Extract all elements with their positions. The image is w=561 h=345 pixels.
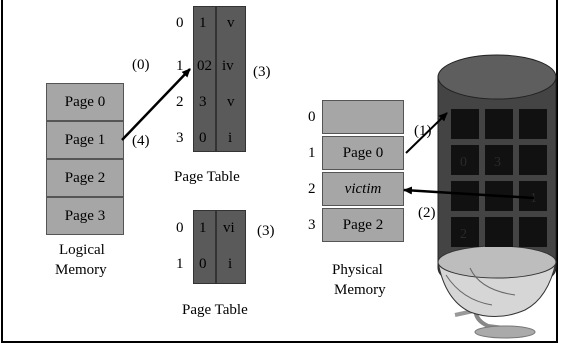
logical-page-0: Page 0 xyxy=(46,83,124,121)
logical-page-2: Page 2 xyxy=(46,159,124,197)
page-table-2-frame-column xyxy=(193,210,216,284)
page-table-1-bit-3: i xyxy=(228,130,233,146)
physical-frame-0 xyxy=(322,100,404,134)
disk-block xyxy=(519,181,547,211)
page-table-1-caption: Page Table xyxy=(174,169,240,185)
disk-block xyxy=(451,109,479,139)
page-table-1-index-3: 3 xyxy=(176,130,184,146)
disk-globe-lines xyxy=(445,267,516,306)
disk-block xyxy=(451,217,479,247)
physical-memory-label-line2: Memory xyxy=(334,282,386,298)
disk-block-label-0: 0 xyxy=(460,155,467,170)
page-table-2-frame-0: 1 xyxy=(199,220,207,236)
step-label-3-bottom: (3) xyxy=(257,223,275,239)
page-table-1-frame-2: 3 xyxy=(199,94,207,110)
page-table-1-bit-1: iv xyxy=(222,58,234,74)
page-table-1-index-1: 1 xyxy=(176,58,184,74)
physical-memory-label-line1: Physical xyxy=(332,262,383,278)
step-label-1: (1) xyxy=(414,123,432,139)
physical-index-2: 2 xyxy=(308,181,316,197)
page-table-2-bit-1: i xyxy=(228,256,233,272)
page-table-2-frame-1: 0 xyxy=(199,256,207,272)
disk-block xyxy=(519,145,547,175)
disk-block xyxy=(485,109,513,139)
logical-memory-label-line1: Logical xyxy=(59,242,105,258)
logical-page-1: Page 1 xyxy=(46,121,124,159)
disk-blocks: 0 3 1 2 xyxy=(451,109,547,247)
page-table-2-index-0: 0 xyxy=(176,220,184,236)
disk-block xyxy=(485,217,513,247)
page-table-1-index-2: 2 xyxy=(176,94,184,110)
arrow-frame-to-disk xyxy=(405,112,448,154)
page-table-2-caption: Page Table xyxy=(182,302,248,318)
physical-index-1: 1 xyxy=(308,145,316,161)
physical-frame-3: Page 2 xyxy=(322,208,404,242)
page-table-2-index-1: 1 xyxy=(176,256,184,272)
disk-block xyxy=(485,145,513,175)
page-table-1-frame-1: 02 xyxy=(197,58,212,74)
disk-stand-base xyxy=(474,325,536,339)
page-table-2-bit-0: vi xyxy=(223,220,235,236)
disk-block xyxy=(519,109,547,139)
step-label-2: (2) xyxy=(418,205,436,221)
page-table-1-frame-column xyxy=(193,6,216,152)
page-table-1-frame-3: 0 xyxy=(199,130,207,146)
logical-page-3: Page 3 xyxy=(46,197,124,235)
disk-block xyxy=(451,145,479,175)
disk-block xyxy=(451,181,479,211)
step-label-0: (0) xyxy=(132,57,150,73)
arrow-disk-to-victim xyxy=(403,186,535,200)
page-table-1-bit-0: v xyxy=(227,15,235,31)
disk-block-label-2: 2 xyxy=(460,227,467,242)
arrow-page1-to-table xyxy=(121,68,191,141)
page-table-1-bit-column xyxy=(216,6,246,152)
disk-block-label-3: 3 xyxy=(494,155,501,170)
step-label-4: (4) xyxy=(132,133,150,149)
disk-top xyxy=(437,54,557,100)
physical-frame-2: victim xyxy=(322,172,404,206)
step-label-3-top: (3) xyxy=(253,64,271,80)
disk-block xyxy=(519,217,547,247)
physical-index-0: 0 xyxy=(308,109,316,125)
physical-index-3: 3 xyxy=(308,217,316,233)
logical-memory-label-line2: Memory xyxy=(55,262,107,278)
physical-frame-1: Page 0 xyxy=(322,136,404,170)
page-table-1-frame-0: 1 xyxy=(199,15,207,31)
page-table-1-bit-2: v xyxy=(227,94,235,110)
page-table-2-bit-column xyxy=(216,210,246,284)
arrows xyxy=(121,68,535,200)
disk-globe-rim xyxy=(437,245,557,279)
page-table-1-index-0: 0 xyxy=(176,15,184,31)
